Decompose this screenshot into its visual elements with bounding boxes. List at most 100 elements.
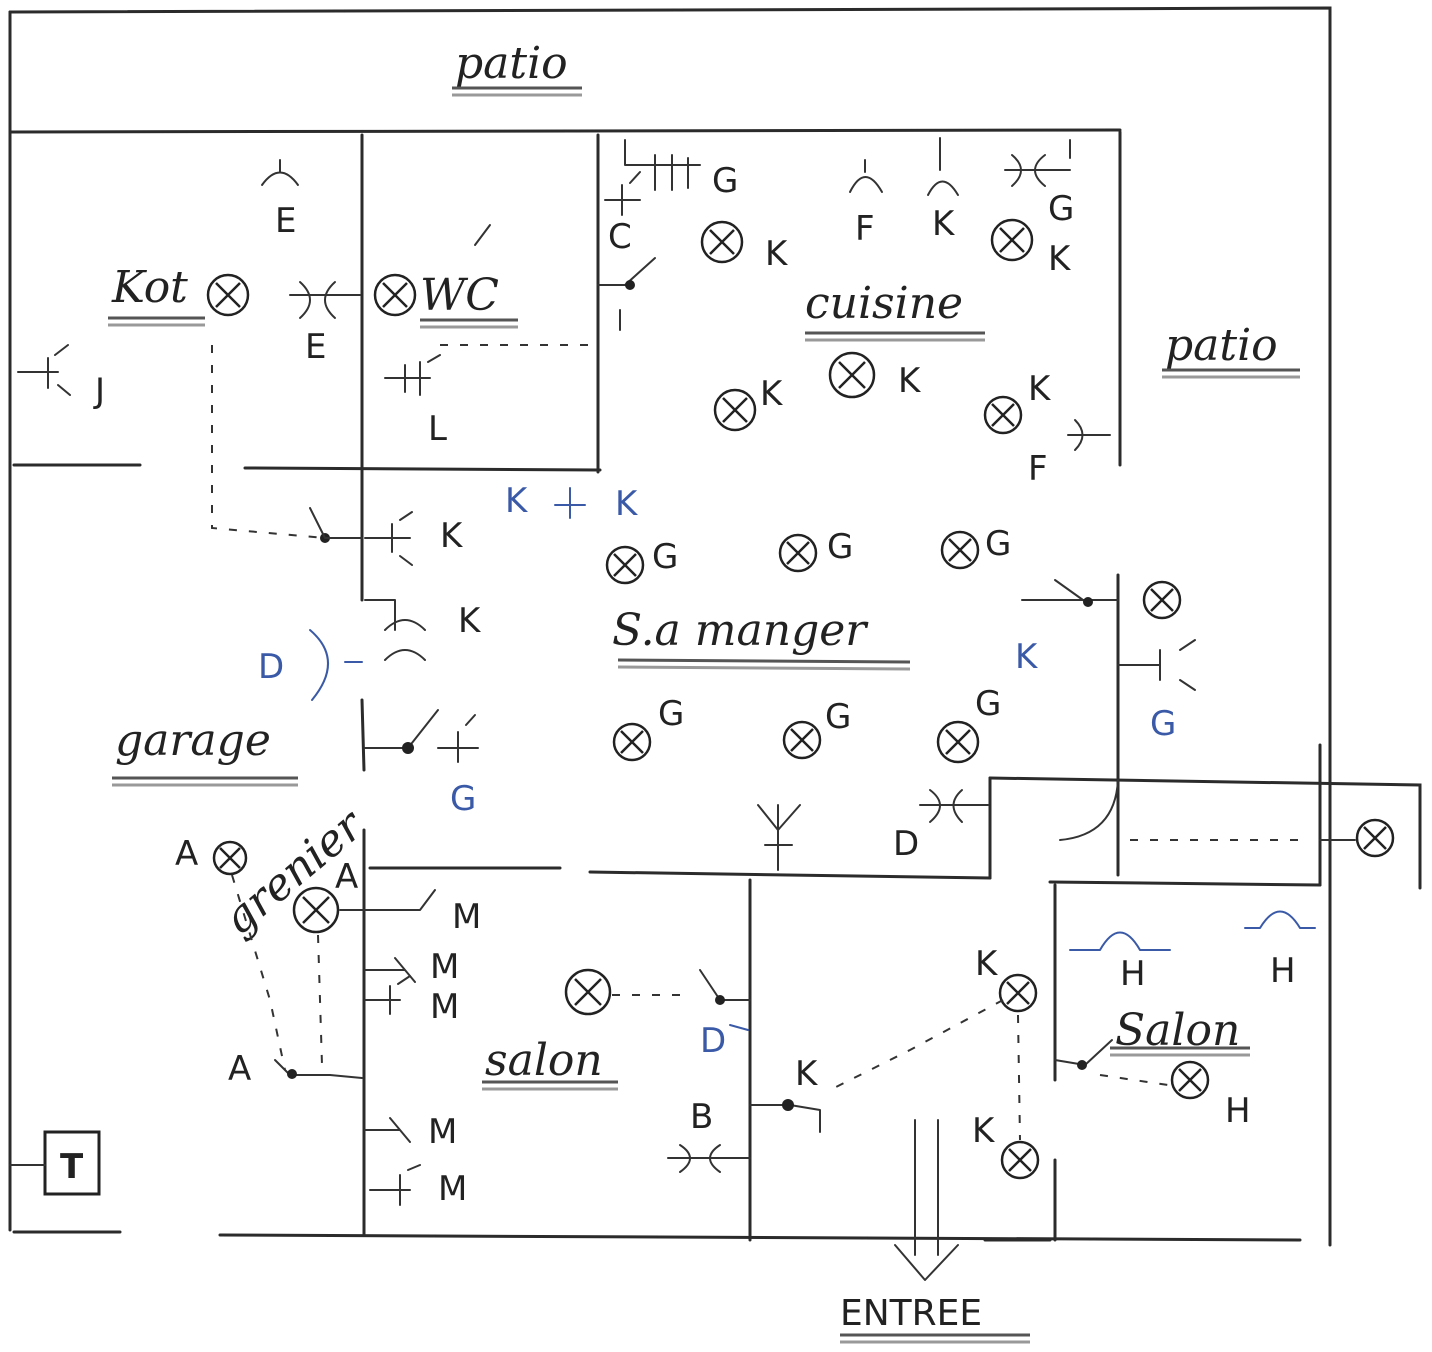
code-G: G: [827, 527, 853, 567]
room-label-kot: Kot: [111, 262, 188, 313]
code-E: E: [275, 201, 296, 241]
socket-icon: [1067, 419, 1111, 451]
socket-icon: [1004, 139, 1071, 187]
socket-icon: [667, 1144, 751, 1173]
switch-icon: [384, 354, 441, 396]
switch-icon: [604, 171, 641, 216]
switch-icon: [17, 344, 71, 396]
code-F: F: [855, 209, 875, 249]
antenna-icon: [757, 804, 801, 871]
lamp-icon: [778, 533, 818, 573]
code-M: M: [452, 897, 481, 937]
socket-icon: [849, 159, 883, 193]
code-G-blue: G: [1150, 704, 1176, 744]
room-label-s-a-manger: S.a manger: [612, 605, 869, 656]
code-M: M: [430, 947, 459, 987]
walls: [8, 6, 1422, 1247]
switch-icon: [1117, 639, 1196, 691]
code-F: F: [1028, 449, 1048, 489]
code-K: K: [795, 1054, 819, 1094]
lamp-icon: [564, 968, 612, 1016]
code-K-blue: K: [1015, 637, 1039, 677]
socket-icon: [927, 137, 959, 196]
code-E: E: [305, 327, 326, 367]
code-K: K: [898, 361, 922, 401]
room-label-cuisine: cuisine: [805, 278, 963, 329]
socket-icon: [919, 789, 989, 823]
code-M: M: [430, 987, 459, 1027]
lamp-icon: [612, 722, 652, 762]
electrical-symbols: K K: [9, 137, 1356, 1281]
code-D: D: [893, 824, 919, 864]
lamp-icon: [828, 351, 876, 399]
lamp-icon: [605, 545, 645, 585]
room-label-entree: ENTREE: [840, 1293, 982, 1334]
room-label-patio-top: patio: [455, 38, 568, 89]
code-H: H: [1225, 1091, 1251, 1131]
code-K: K: [1048, 239, 1072, 279]
code-K: K: [440, 516, 464, 556]
lamp-icon: [990, 218, 1034, 262]
code-G-blue: G: [450, 779, 476, 819]
switch-icon: [437, 714, 479, 763]
lamp-icon: [212, 840, 248, 876]
room-label-patio-right: patio: [1165, 320, 1278, 371]
code-A: A: [335, 857, 358, 897]
code-D-blue: D: [700, 1021, 726, 1061]
room-label-salon-center: salon: [485, 1035, 603, 1086]
socket-icon: [364, 599, 426, 661]
lamp-icon: [700, 220, 744, 264]
code-B: B: [690, 1097, 713, 1137]
lamp-icon: [1355, 818, 1395, 858]
socket-icon: [1069, 931, 1171, 951]
code-K: K: [975, 944, 999, 984]
code-G: G: [825, 697, 851, 737]
switch-icon: [364, 511, 413, 566]
code-M: M: [438, 1169, 467, 1209]
code-J: J: [93, 371, 105, 411]
symbol-codes: E E J L C G K F K G K K K K F K G G G K …: [93, 161, 1296, 1209]
symbol-label-blue-k2: K: [615, 484, 639, 524]
entry-arrow-icon: [894, 1119, 959, 1281]
code-G: G: [658, 694, 684, 734]
socket-icon: [261, 159, 299, 186]
lamp-icon: [998, 973, 1038, 1013]
symbol-label-blue-k1: K: [505, 481, 529, 521]
room-labels: patio patio Kot WC cuisine S.a manger ga…: [108, 38, 1300, 1344]
lamps: [206, 218, 1395, 1180]
code-H: H: [1120, 954, 1146, 994]
code-A: A: [175, 834, 198, 874]
socket-icon: [1244, 910, 1316, 929]
switch-icon: [364, 975, 411, 1015]
socket-icon: [309, 629, 363, 701]
room-label-wc: WC: [420, 270, 499, 321]
lamp-icon: [782, 720, 822, 760]
switch-icon: [369, 1164, 421, 1206]
code-G: G: [652, 537, 678, 577]
lamp-icon: [940, 530, 980, 570]
room-label-garage: garage: [115, 715, 271, 766]
code-L: L: [428, 409, 447, 449]
lamp-icon: [292, 886, 340, 934]
code-K: K: [765, 234, 789, 274]
lamp-icon: [1000, 1140, 1040, 1180]
code-G: G: [1048, 189, 1074, 229]
code-G: G: [975, 684, 1001, 724]
code-H: H: [1270, 951, 1296, 991]
code-K: K: [972, 1111, 996, 1151]
code-K: K: [458, 601, 482, 641]
lamp-icon: [936, 720, 980, 764]
socket-icon: [289, 281, 361, 319]
lamp-icon: [983, 395, 1023, 435]
code-D-blue: D: [258, 647, 284, 687]
code-K: K: [932, 204, 956, 244]
lamp-icon: [1170, 1060, 1210, 1100]
code-K: K: [1028, 369, 1052, 409]
panel-label: T: [60, 1147, 84, 1187]
code-M: M: [428, 1112, 457, 1152]
lamp-icon: [713, 388, 757, 432]
panel-box: [43, 1130, 101, 1196]
lamp-icon: [373, 273, 417, 317]
code-G: G: [985, 524, 1011, 564]
